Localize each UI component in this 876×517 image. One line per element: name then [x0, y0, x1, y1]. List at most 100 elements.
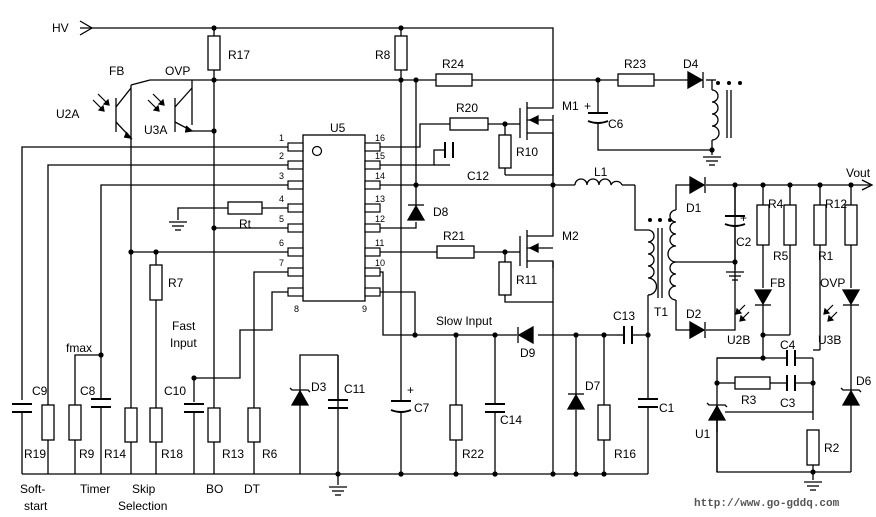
hv-label: HV — [52, 21, 69, 35]
resistor-r20 — [449, 117, 489, 131]
svg-text:D7: D7 — [585, 379, 601, 393]
svg-text:C11: C11 — [344, 382, 365, 396]
svg-text:M1: M1 — [562, 99, 579, 113]
resistor-r16 — [597, 404, 611, 441]
svg-text:BO: BO — [206, 482, 223, 496]
svg-text:Selection: Selection — [118, 499, 167, 513]
svg-text:T1: T1 — [654, 305, 668, 319]
svg-text:R9: R9 — [79, 447, 95, 461]
resistor-r6 — [247, 407, 261, 443]
resistor-r2 — [806, 429, 820, 466]
svg-text:R4: R4 — [768, 197, 784, 211]
svg-text:R18: R18 — [161, 447, 183, 461]
resistor-r5 — [783, 204, 797, 246]
u5-label: U5 — [330, 121, 346, 135]
svg-text:D3: D3 — [311, 380, 327, 394]
svg-text:R2: R2 — [824, 441, 840, 455]
svg-text:Fast: Fast — [172, 319, 196, 333]
capacitor-c9 — [12, 403, 32, 413]
svg-text:C7: C7 — [414, 401, 430, 415]
resistor-rt — [227, 201, 263, 215]
svg-text:D1: D1 — [686, 201, 702, 215]
svg-text:fmax: fmax — [66, 341, 92, 355]
svg-text:+: + — [740, 211, 747, 225]
ic-pin-right-11 — [364, 247, 381, 257]
capacitor-c3 — [786, 375, 796, 391]
svg-text:C14: C14 — [500, 413, 522, 427]
svg-text:R8: R8 — [375, 48, 391, 62]
svg-text:U2B: U2B — [727, 333, 750, 347]
resistor-r14 — [124, 407, 138, 443]
resistor-r9 — [68, 404, 82, 441]
svg-text:R16: R16 — [614, 447, 636, 461]
diodes — [289, 70, 862, 432]
capacitor-c6 — [587, 112, 609, 124]
ic-pin-label-5: 5 — [279, 214, 284, 224]
svg-text:U3B: U3B — [818, 333, 841, 347]
svg-text:R23: R23 — [624, 57, 646, 71]
svg-text:R12: R12 — [825, 197, 847, 211]
svg-text:U1: U1 — [695, 427, 711, 441]
capacitor-c10 — [184, 403, 204, 413]
junction-dots — [98, 25, 854, 477]
svg-text:Input: Input — [170, 336, 197, 350]
svg-text:C4: C4 — [780, 338, 796, 352]
resistor-r17 — [207, 35, 221, 71]
svg-text:FB: FB — [109, 64, 124, 78]
resistor-r11 — [498, 261, 512, 296]
ic-pin-left-6 — [287, 247, 304, 257]
svg-text:+: + — [407, 383, 414, 397]
svg-text:D4: D4 — [683, 57, 699, 71]
ic-pin-right-10 — [364, 267, 381, 277]
svg-text:Timer: Timer — [80, 482, 110, 496]
ic-pin-left-2 — [287, 160, 304, 170]
ic-pin-left-1 — [287, 142, 304, 152]
zener-d3 — [290, 389, 310, 406]
ic-pin-right-14 — [364, 180, 381, 190]
diode-d8 — [406, 204, 426, 221]
ic-pin-label-6: 6 — [279, 238, 284, 248]
resistor-r7 — [149, 264, 163, 301]
svg-text:R22: R22 — [462, 447, 484, 461]
svg-text:R5: R5 — [773, 249, 789, 263]
diode-d1 — [689, 175, 706, 195]
resistor-r22 — [449, 404, 463, 441]
resistor-r13 — [207, 407, 221, 443]
led-u3b — [841, 289, 861, 306]
svg-text:R7: R7 — [168, 276, 184, 290]
svg-text:Rt: Rt — [239, 217, 252, 231]
svg-text:D2: D2 — [686, 307, 702, 321]
svg-text:U2A: U2A — [56, 107, 79, 121]
svg-text:C8: C8 — [80, 384, 96, 398]
svg-text:FB: FB — [770, 276, 785, 290]
watermark-url: http://www.go-gddq.com — [694, 498, 840, 510]
ic-pin-left-3 — [287, 180, 304, 190]
ic-pin-label-10: 10 — [375, 258, 385, 268]
svg-text:U3A: U3A — [144, 123, 167, 137]
resistor-r21 — [436, 245, 475, 259]
svg-text:R17: R17 — [228, 48, 250, 62]
svg-text:R6: R6 — [262, 447, 278, 461]
ic-pin-label-11: 11 — [375, 238, 384, 248]
svg-text:OVP: OVP — [165, 64, 190, 78]
svg-text:Slow Input: Slow Input — [436, 314, 493, 328]
svg-text:R11: R11 — [516, 273, 537, 287]
ic-pin-label-13: 13 — [375, 194, 385, 204]
svg-text:R24: R24 — [442, 57, 464, 71]
ic-pin-label-1: 1 — [279, 133, 284, 143]
ic-pin-label-15: 15 — [375, 151, 385, 161]
capacitor-c14 — [485, 403, 505, 413]
led-u2b — [753, 289, 773, 306]
svg-text:C1: C1 — [659, 401, 675, 415]
resistor-r24 — [435, 73, 473, 87]
svg-text:C6: C6 — [608, 117, 624, 131]
capacitor-c4 — [786, 350, 796, 366]
phototransistor-u2a — [115, 87, 133, 139]
mosfet-m2 — [519, 228, 554, 268]
ic-pin-label-7: 7 — [279, 258, 284, 268]
aux-winding — [711, 81, 742, 141]
svg-text:C9: C9 — [32, 384, 48, 398]
ic-pin-label-8: 8 — [294, 304, 299, 314]
